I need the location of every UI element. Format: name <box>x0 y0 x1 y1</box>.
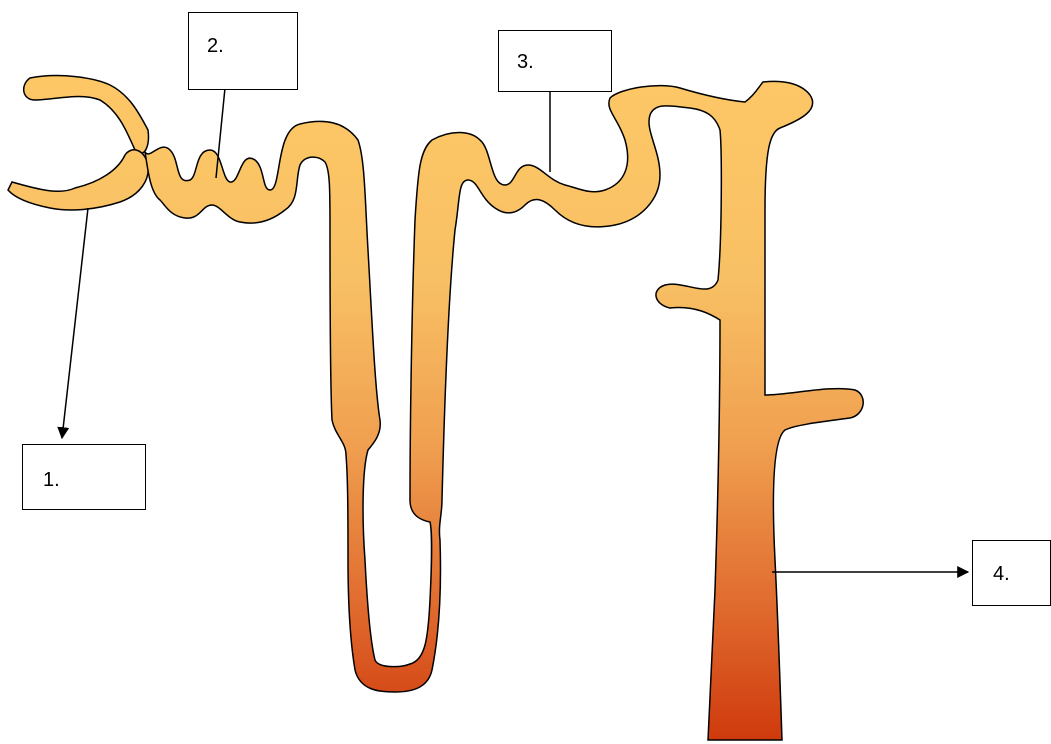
label-box-4: 4. <box>972 540 1051 606</box>
label-3: 3. <box>517 51 534 73</box>
leader-line-2 <box>215 87 226 179</box>
label-box-3: 3. <box>498 30 612 92</box>
label-4: 4. <box>993 563 1010 585</box>
label-box-1: 1. <box>22 444 146 510</box>
arrow-1 <box>57 207 89 440</box>
label-1: 1. <box>43 469 60 491</box>
bowmans-capsule <box>23 74 150 154</box>
label-2: 2. <box>207 35 224 57</box>
nephron-tubule <box>144 80 864 741</box>
label-box-2: 2. <box>188 12 298 90</box>
capsule-lower-cup <box>7 149 149 211</box>
